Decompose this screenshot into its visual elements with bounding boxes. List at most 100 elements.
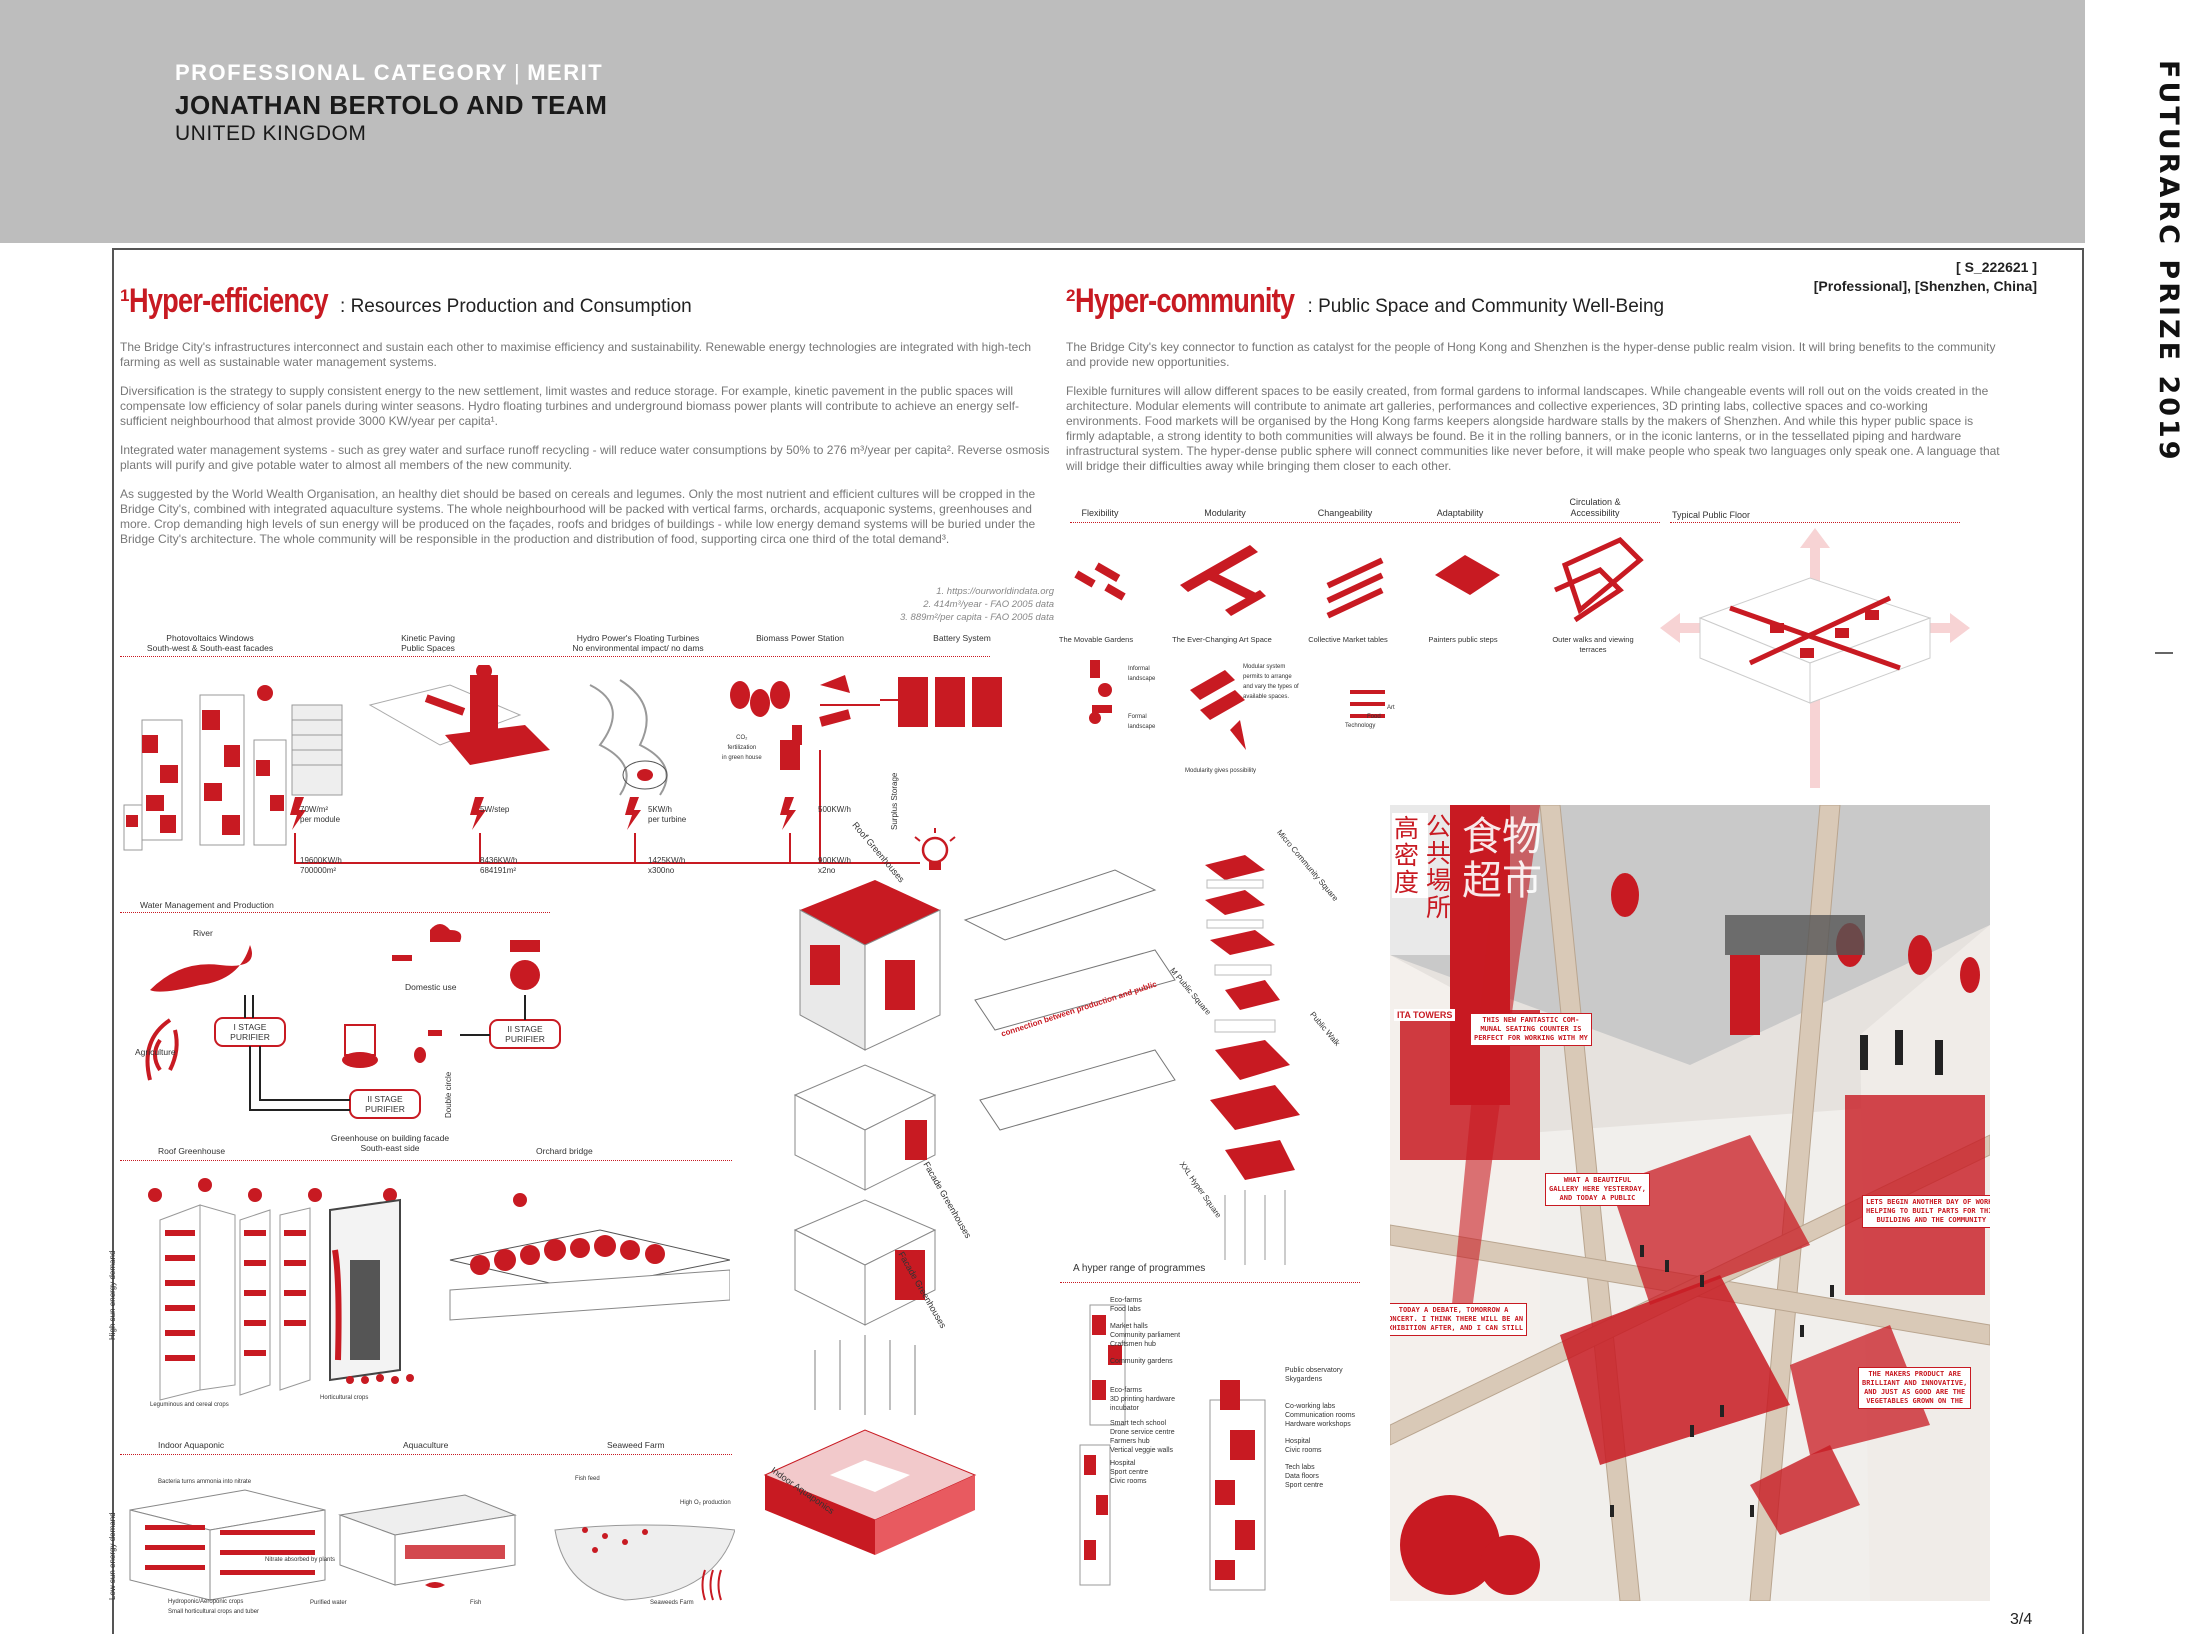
section2-heading: 2Hyper-community: Public Space and Commu…	[1066, 282, 1664, 321]
footnote: 1. https://ourworldindata.org	[936, 586, 1054, 597]
water-divider	[120, 912, 550, 913]
principle-caption: The Ever-Changing Art Space	[1172, 635, 1272, 644]
principle-label: Circulation & Accessibility	[1569, 497, 1621, 518]
render-scene	[1390, 805, 1990, 1601]
board-panel: [ S_222621 ] [Professional], [Shenzhen, …	[112, 248, 2084, 1634]
programme-item: Sport centre	[1285, 1482, 1324, 1489]
programmes-title: A hyper range of programmes	[1073, 1263, 1206, 1274]
programme-item: Craftsmen hub	[1110, 1341, 1156, 1348]
walkway-icon	[1553, 537, 1644, 623]
section1-para: Diversification is the strategy to suppl…	[120, 384, 1019, 428]
river-label: River	[193, 928, 213, 938]
sidebar-title-text: FUTURARC PRIZE 2019	[2153, 60, 2184, 463]
section2-text: The Bridge City's key connector to funct…	[1066, 340, 2001, 488]
programme-tower-left	[1079, 1304, 1126, 1586]
programme-item: Vertical veggie walls	[1110, 1447, 1174, 1454]
principle-label: Flexibility	[1081, 508, 1119, 518]
section1-para: As suggested by the World Wealth Organis…	[120, 487, 1036, 546]
energy-col-title-text: Battery System	[933, 633, 991, 643]
programme-item: Hardware workshops	[1285, 1421, 1351, 1428]
bolt-icon	[290, 797, 306, 830]
header-band: PROFESSIONAL CATEGORY|MERIT JONATHAN BER…	[0, 0, 2085, 243]
programme-item: Communication rooms	[1285, 1412, 1356, 1419]
entry-details: [Professional], [Shenzhen, China]	[1813, 278, 2037, 294]
energy-divider	[120, 656, 990, 657]
category-separator: |	[514, 60, 522, 85]
interior-render: 高密度 公共場所 食物超市 ITA TOWERS THIS NEW FANTAS…	[1390, 805, 1990, 1601]
art-label: Art	[1387, 705, 1395, 711]
programme-list-left: Eco-farms Food labs Market halls Communi…	[1110, 1296, 1190, 1486]
aqua-diagram	[129, 1489, 735, 1601]
roof-greenhouse-block	[799, 880, 941, 1051]
footnotes: 1. https://ourworldindata.org 2. 414m³/y…	[854, 585, 1054, 624]
greenhouse-divider	[120, 1160, 732, 1161]
section1-heading: 1Hyper-efficiency: Resources Production …	[120, 282, 692, 321]
programme-item: Hospital	[1285, 1438, 1311, 1445]
section1-subtitle: : Resources Production and Consumption	[340, 296, 692, 317]
programme-item: Eco-farms	[1110, 1387, 1142, 1394]
principle-label: Adaptability	[1436, 508, 1484, 518]
programme-item: Civic rooms	[1285, 1447, 1322, 1454]
speech-bubble: LETS BEGIN ANOTHER DAY OF WORK. HELPING …	[1862, 1195, 1990, 1228]
programme-list-right: Public observatory Skygardens Co-working…	[1285, 1366, 1365, 1490]
cloud-icon	[430, 924, 462, 942]
section2-para: The Bridge City's key connector to funct…	[1066, 340, 1996, 369]
speech-bubble: TODAY A DEBATE, TOMORROW A CONCERT. I TH…	[1390, 1303, 1528, 1336]
programme-item: Co-working labs	[1285, 1403, 1336, 1410]
stage2-label: II STAGE PURIFIER	[365, 1094, 405, 1114]
typical-floor-diagram	[1660, 528, 1970, 788]
programme-item: Farmers hub	[1110, 1438, 1150, 1445]
high-o2-label: High O₂ production	[680, 1500, 731, 1506]
programme-item: Food labs	[1110, 1306, 1141, 1313]
aqua-divider	[120, 1454, 732, 1455]
market-table-icon	[1326, 557, 1384, 619]
roof-greenhouse-label: Roof Greenhouse	[158, 1146, 226, 1156]
hydro-turbine-icon	[589, 679, 668, 796]
plant-icon	[145, 1018, 179, 1081]
programme-item: Civic rooms	[1110, 1478, 1147, 1485]
aquaponics-base	[763, 1429, 977, 1555]
footnote: 3. 889m²/per capita - FAO 2005 data	[899, 612, 1054, 623]
stage1-label: I STAGE PURIFIER	[230, 1022, 270, 1042]
section1-text: The Bridge City's infrastructures interc…	[120, 340, 1055, 561]
principles-divider	[1070, 522, 1660, 523]
programme-item: Data floors	[1285, 1473, 1319, 1480]
movable-garden-icon	[1074, 562, 1126, 601]
section2-title: Hyper-community	[1075, 282, 1295, 320]
principle-caption: Collective Market tables	[1308, 635, 1388, 644]
programme-item: Sport centre	[1110, 1469, 1149, 1476]
energy-col-sub: Public Spaces	[401, 643, 455, 653]
agriculture-label: Agriculture	[135, 1047, 176, 1057]
biomass-icon	[730, 675, 851, 770]
floor-block	[793, 1199, 937, 1326]
community-squares	[1205, 855, 1300, 1180]
indoor-aquaponic-label: Indoor Aquaponic	[158, 1440, 225, 1450]
principle-caption: Painters public steps	[1428, 635, 1498, 644]
modular-note: Modular system permits to arrange and va…	[1243, 664, 1299, 700]
purified-label: Purified water	[310, 1600, 347, 1606]
aquaculture-label: Aquaculture	[403, 1440, 449, 1450]
bolt-icon	[780, 797, 796, 830]
double-circle-label: Double circle	[444, 1071, 453, 1118]
principle-caption: The Movable Gardens	[1058, 635, 1134, 644]
energy-col-title: Biomass Power Station	[756, 633, 844, 643]
battery-icon	[880, 677, 1002, 727]
programme-item: Hospital	[1110, 1460, 1136, 1467]
entry-code: [ S_222621 ] [Professional], [Shenzhen, …	[1814, 258, 2037, 296]
programme-item: Community gardens	[1110, 1358, 1173, 1365]
programmes-divider	[1060, 1282, 1360, 1283]
principle-label: Changeability	[1317, 508, 1373, 518]
footnote: 2. 414m³/year - FAO 2005 data	[923, 599, 1054, 610]
programme-item: Eco-farms	[1110, 1297, 1142, 1304]
energy-col-title: Battery System	[933, 633, 991, 643]
seaweeds-label: Seaweeds Farm	[650, 1600, 694, 1606]
column-grid	[1224, 1190, 1286, 1265]
floor-block	[793, 1064, 937, 1191]
speech-bubble: WHAT A BEAUTIFUL GALLERY HERE YESTERDAY,…	[1545, 1173, 1650, 1206]
programme-item: Tech labs	[1285, 1464, 1315, 1471]
award-category: PROFESSIONAL CATEGORY|MERIT	[175, 60, 603, 86]
